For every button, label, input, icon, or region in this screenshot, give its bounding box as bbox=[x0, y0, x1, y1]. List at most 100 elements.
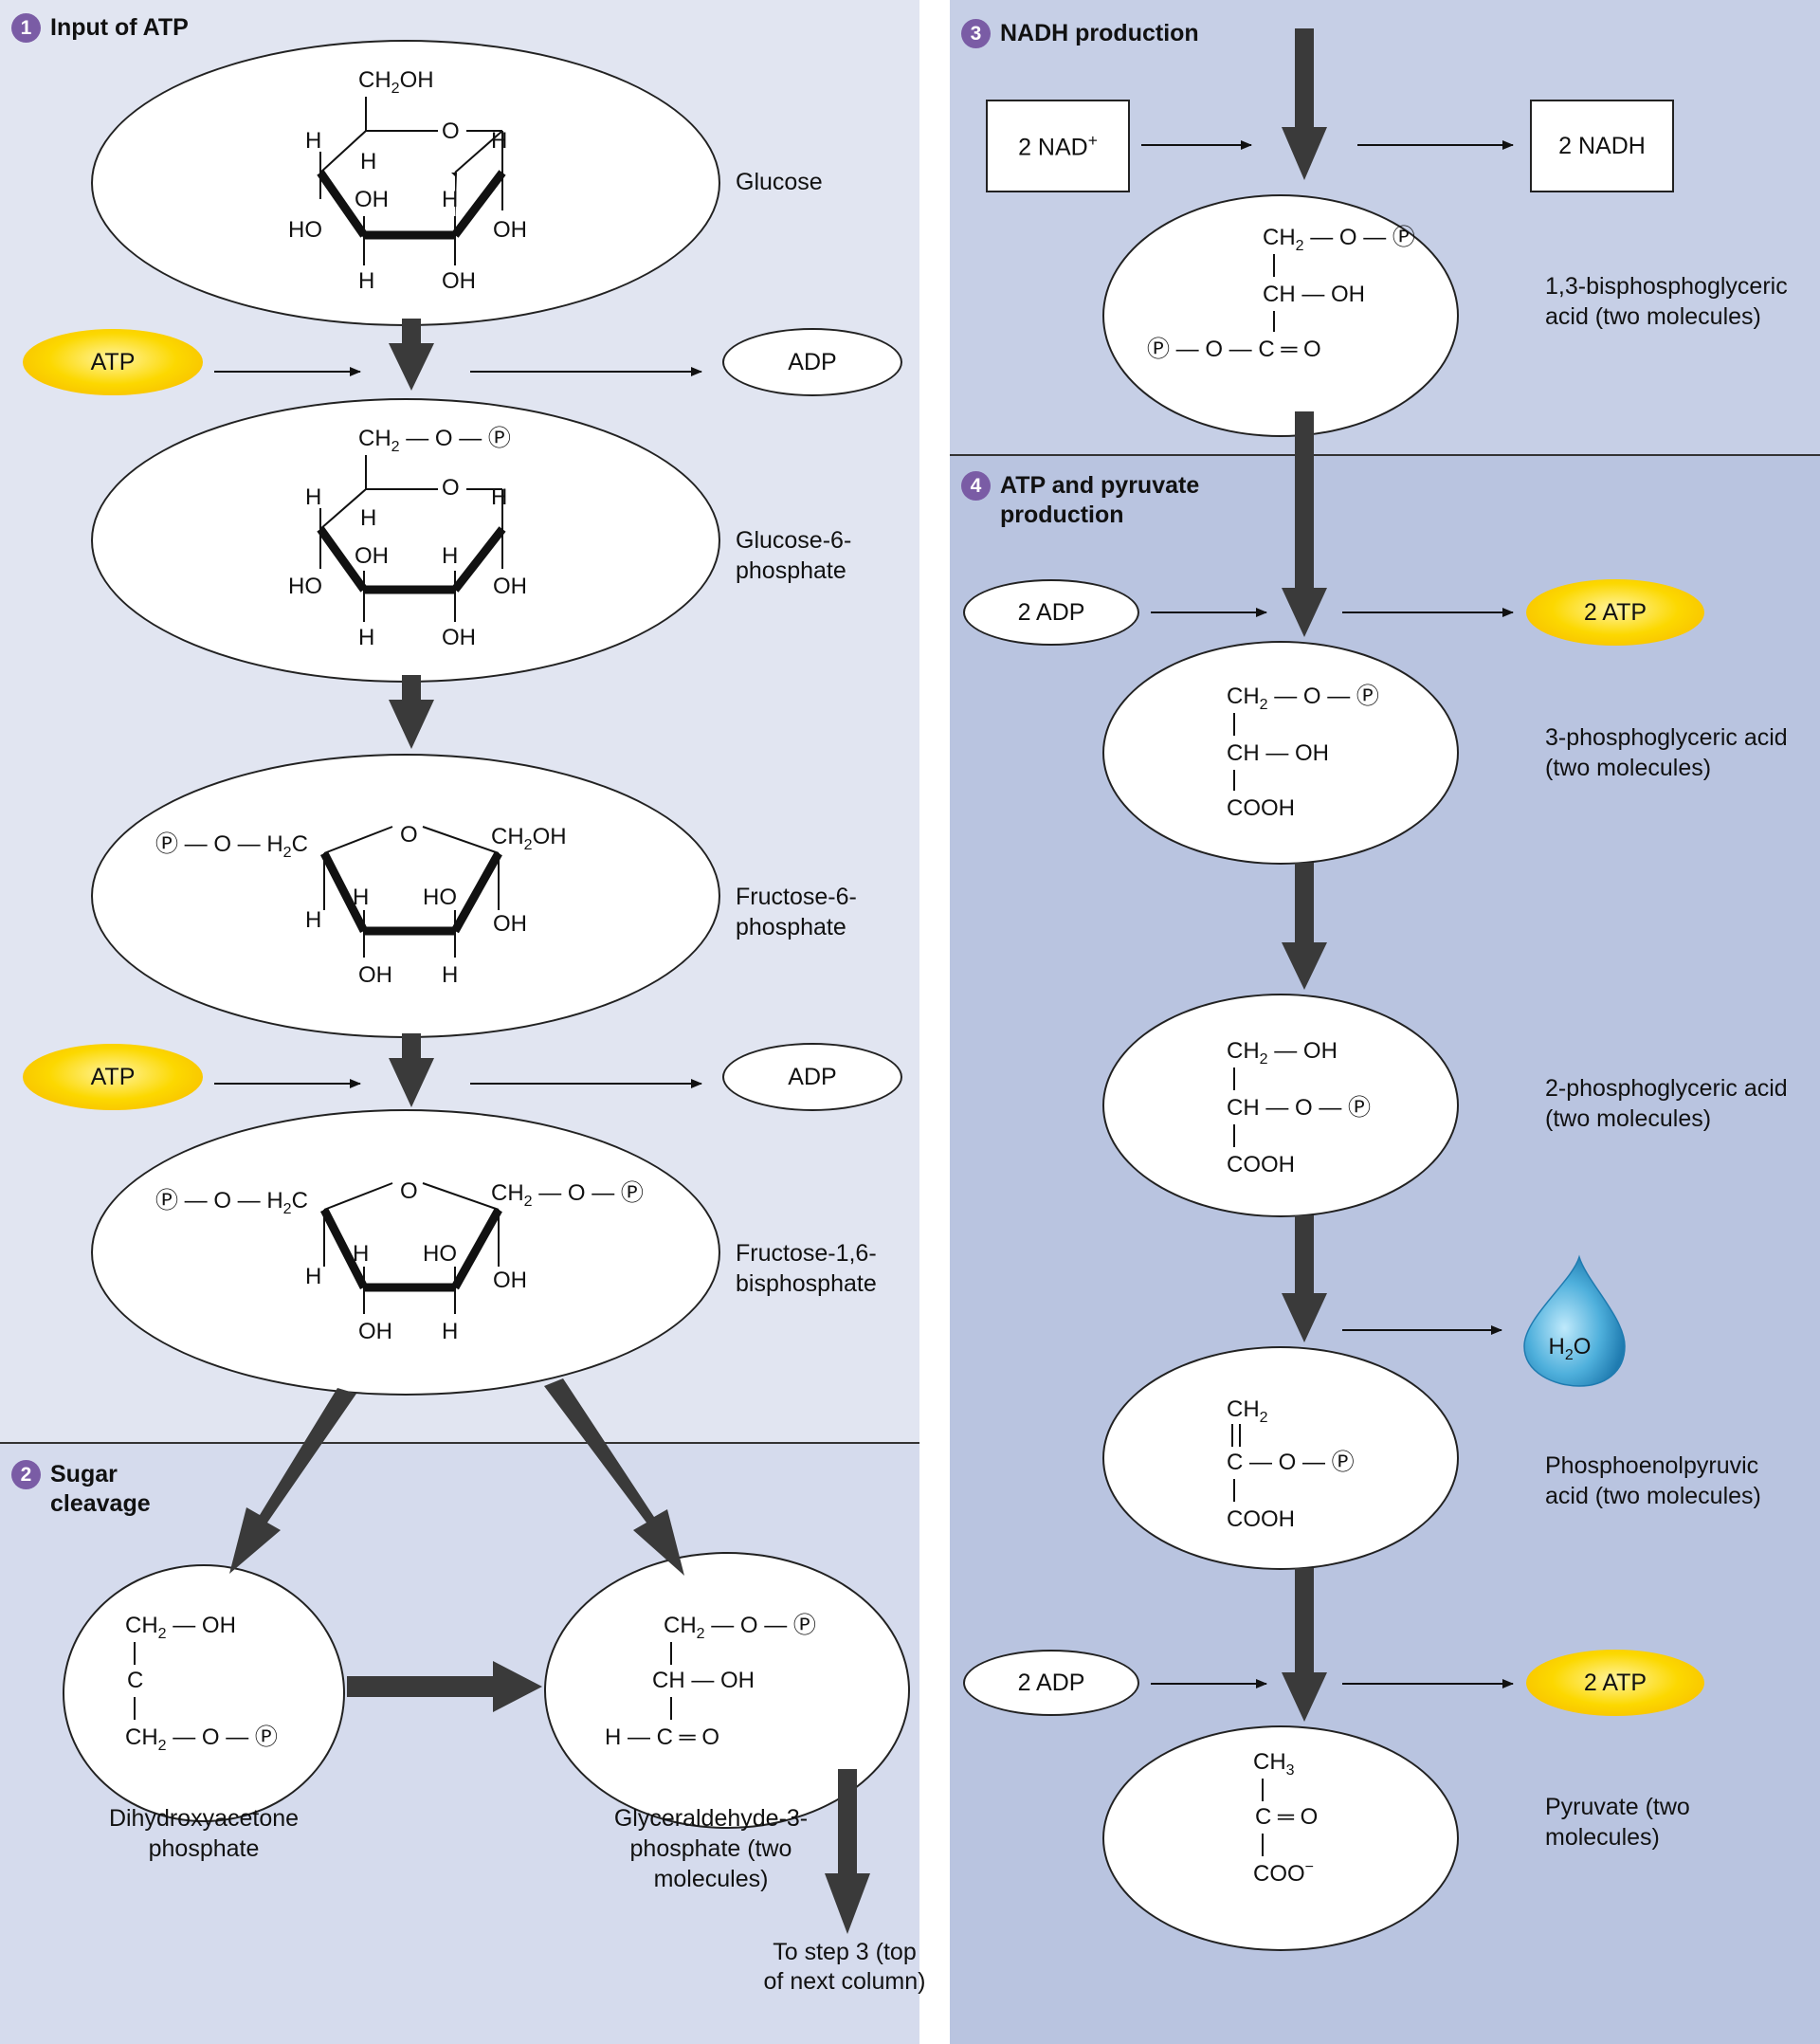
svg-text:CH2 — O — Ⓟ: CH2 — O — Ⓟ bbox=[664, 1613, 816, 1642]
down-arrow bbox=[389, 319, 434, 391]
svg-text:Ⓟ — O — H2C: Ⓟ — O — H2C bbox=[155, 1188, 308, 1217]
3-phosphoglyceric-acid-ellipse bbox=[1102, 641, 1459, 865]
glucose-structure bbox=[317, 97, 506, 265]
svg-text:COOH: COOH bbox=[1227, 1506, 1295, 1532]
adp-label: ADP bbox=[788, 348, 837, 375]
atp-input-pill: ATP bbox=[23, 1044, 203, 1110]
dihydroxyacetone-phosphate-ellipse bbox=[63, 1564, 345, 1822]
bisphosphoglyceric-acid-ellipse bbox=[1102, 194, 1459, 437]
svg-text:HO: HO bbox=[288, 217, 322, 243]
atp-input-pill: ATP bbox=[23, 329, 203, 395]
nadh-label: 2 NADH bbox=[1558, 132, 1646, 159]
adp-label: 2 ADP bbox=[1017, 598, 1085, 626]
svg-text:OH: OH bbox=[493, 574, 527, 599]
svg-text:OH: OH bbox=[493, 1268, 527, 1293]
svg-text:HO: HO bbox=[423, 885, 457, 910]
2-phosphoglyceric-acid-label: 2-phosphoglyceric acid (two molecules) bbox=[1545, 1075, 1788, 1132]
bisphosphoglyceric-acid-label: 1,3-bisphosphoglyceric acid (two molecul… bbox=[1545, 273, 1788, 330]
down-arrow bbox=[1282, 863, 1327, 990]
pyruvate-label: Pyruvate (two molecules) bbox=[1545, 1794, 1690, 1851]
glucose-6-phosphate-ellipse bbox=[91, 398, 720, 683]
svg-text:OH: OH bbox=[355, 187, 389, 212]
down-arrow bbox=[1282, 411, 1327, 637]
svg-text:H: H bbox=[442, 1319, 458, 1344]
svg-text:H: H bbox=[442, 962, 458, 988]
svg-text:O: O bbox=[400, 822, 418, 848]
down-arrow bbox=[825, 1769, 870, 1934]
step-2-header: 2 Sugar cleavage bbox=[11, 1460, 173, 1519]
svg-text:H: H bbox=[491, 484, 507, 510]
fructose-6-phosphate-ellipse bbox=[91, 754, 720, 1038]
atp-label: ATP bbox=[90, 348, 136, 375]
down-left-arrow bbox=[229, 1388, 356, 1574]
svg-text:H: H bbox=[353, 885, 369, 910]
adp-input-pill: 2 ADP bbox=[963, 1650, 1139, 1716]
cofactor-arrows bbox=[214, 140, 1514, 1688]
down-arrow bbox=[1282, 28, 1327, 180]
glucose-ellipse bbox=[91, 40, 720, 326]
svg-text:H: H bbox=[442, 543, 458, 569]
3-phosphoglyceric-acid-label: 3-phosphoglyceric acid (two molecules) bbox=[1545, 724, 1788, 781]
adp-label: ADP bbox=[788, 1063, 837, 1090]
glyceraldehyde-3-phosphate-label: Glyceraldehyde-3-phosphate (two molecule… bbox=[613, 1805, 809, 1892]
svg-text:OH: OH bbox=[493, 217, 527, 243]
fructose-1-6-bisphosphate-label: Fructose-1,6-bisphosphate bbox=[736, 1240, 877, 1297]
adp-input-pill: 2 ADP bbox=[963, 579, 1139, 646]
svg-text:COOH: COOH bbox=[1227, 795, 1295, 821]
water-drop: H2O bbox=[1523, 1254, 1626, 1387]
svg-text:CH2 — O — Ⓟ: CH2 — O — Ⓟ bbox=[125, 1725, 278, 1754]
step-divider bbox=[0, 1442, 919, 1444]
2-phosphoglyceric-acid-ellipse bbox=[1102, 994, 1459, 1217]
svg-text:H: H bbox=[305, 484, 321, 510]
glucose-6-phosphate-label: Glucose-6-phosphate bbox=[736, 527, 852, 584]
structure-bonds bbox=[134, 254, 1275, 1856]
svg-text:OH: OH bbox=[442, 268, 476, 294]
down-arrow bbox=[1282, 1568, 1327, 1722]
step-number-badge: 4 bbox=[961, 471, 991, 501]
nad-box: 2 NAD+ bbox=[986, 100, 1130, 192]
svg-text:OH: OH bbox=[493, 911, 527, 937]
svg-text:CH2 — O — Ⓟ: CH2 — O — Ⓟ bbox=[358, 426, 511, 455]
f16bp-ring bbox=[319, 1182, 502, 1314]
svg-text:CH2 — OH: CH2 — OH bbox=[125, 1613, 236, 1642]
pyruvate-ellipse bbox=[1102, 1725, 1459, 1951]
svg-text:HO: HO bbox=[423, 1241, 457, 1267]
svg-text:HO: HO bbox=[288, 574, 322, 599]
svg-text:H: H bbox=[305, 128, 321, 154]
step-3-header: 3 NADH production bbox=[961, 19, 1199, 48]
right-arrow bbox=[347, 1661, 542, 1712]
g6p-ring bbox=[317, 455, 506, 622]
svg-text:CH — O — Ⓟ: CH — O — Ⓟ bbox=[1227, 1095, 1371, 1121]
down-arrow bbox=[1282, 1215, 1327, 1342]
svg-text:CH — OH: CH — OH bbox=[1263, 282, 1365, 307]
svg-text:C: C bbox=[127, 1668, 143, 1693]
svg-text:Ⓟ — O — C ═ O: Ⓟ — O — C ═ O bbox=[1147, 337, 1321, 362]
atp-output-pill: 2 ATP bbox=[1526, 1650, 1704, 1716]
step-4-header: 4 ATP and pyruvate production bbox=[961, 471, 1217, 530]
svg-text:H: H bbox=[358, 268, 374, 294]
step-title: Input of ATP bbox=[50, 14, 189, 41]
svg-text:CH2OH: CH2OH bbox=[491, 824, 567, 853]
adp-label: 2 ADP bbox=[1017, 1669, 1085, 1696]
atp-label: ATP bbox=[90, 1063, 136, 1090]
dihydroxyacetone-phosphate-label: Dihydroxyacetone phosphate bbox=[108, 1805, 300, 1862]
svg-text:OH: OH bbox=[442, 625, 476, 650]
svg-text:H: H bbox=[360, 149, 376, 174]
svg-text:CH2 — OH: CH2 — OH bbox=[1227, 1038, 1338, 1068]
step-divider bbox=[950, 454, 1820, 456]
svg-text:COOH: COOH bbox=[1227, 1152, 1295, 1177]
step-title: ATP and pyruvate production bbox=[1000, 472, 1200, 528]
atp-label: 2 ATP bbox=[1583, 1669, 1647, 1696]
svg-text:H — C ═ O: H — C ═ O bbox=[605, 1725, 719, 1750]
svg-text:CH — OH: CH — OH bbox=[1227, 740, 1329, 766]
adp-output-pill: ADP bbox=[722, 1043, 902, 1111]
f6p-ring bbox=[319, 826, 502, 958]
svg-text:Ⓟ — O — H2C: Ⓟ — O — H2C bbox=[155, 831, 308, 861]
svg-text:CH2 — O — Ⓟ: CH2 — O — Ⓟ bbox=[1263, 225, 1415, 254]
svg-text:CH2 — O — Ⓟ: CH2 — O — Ⓟ bbox=[1227, 684, 1379, 713]
nadh-box: 2 NADH bbox=[1530, 100, 1674, 192]
fructose-6-phosphate-label: Fructose-6-phosphate bbox=[736, 884, 857, 940]
svg-text:O: O bbox=[400, 1178, 418, 1204]
svg-text:CH3: CH3 bbox=[1253, 1749, 1295, 1779]
